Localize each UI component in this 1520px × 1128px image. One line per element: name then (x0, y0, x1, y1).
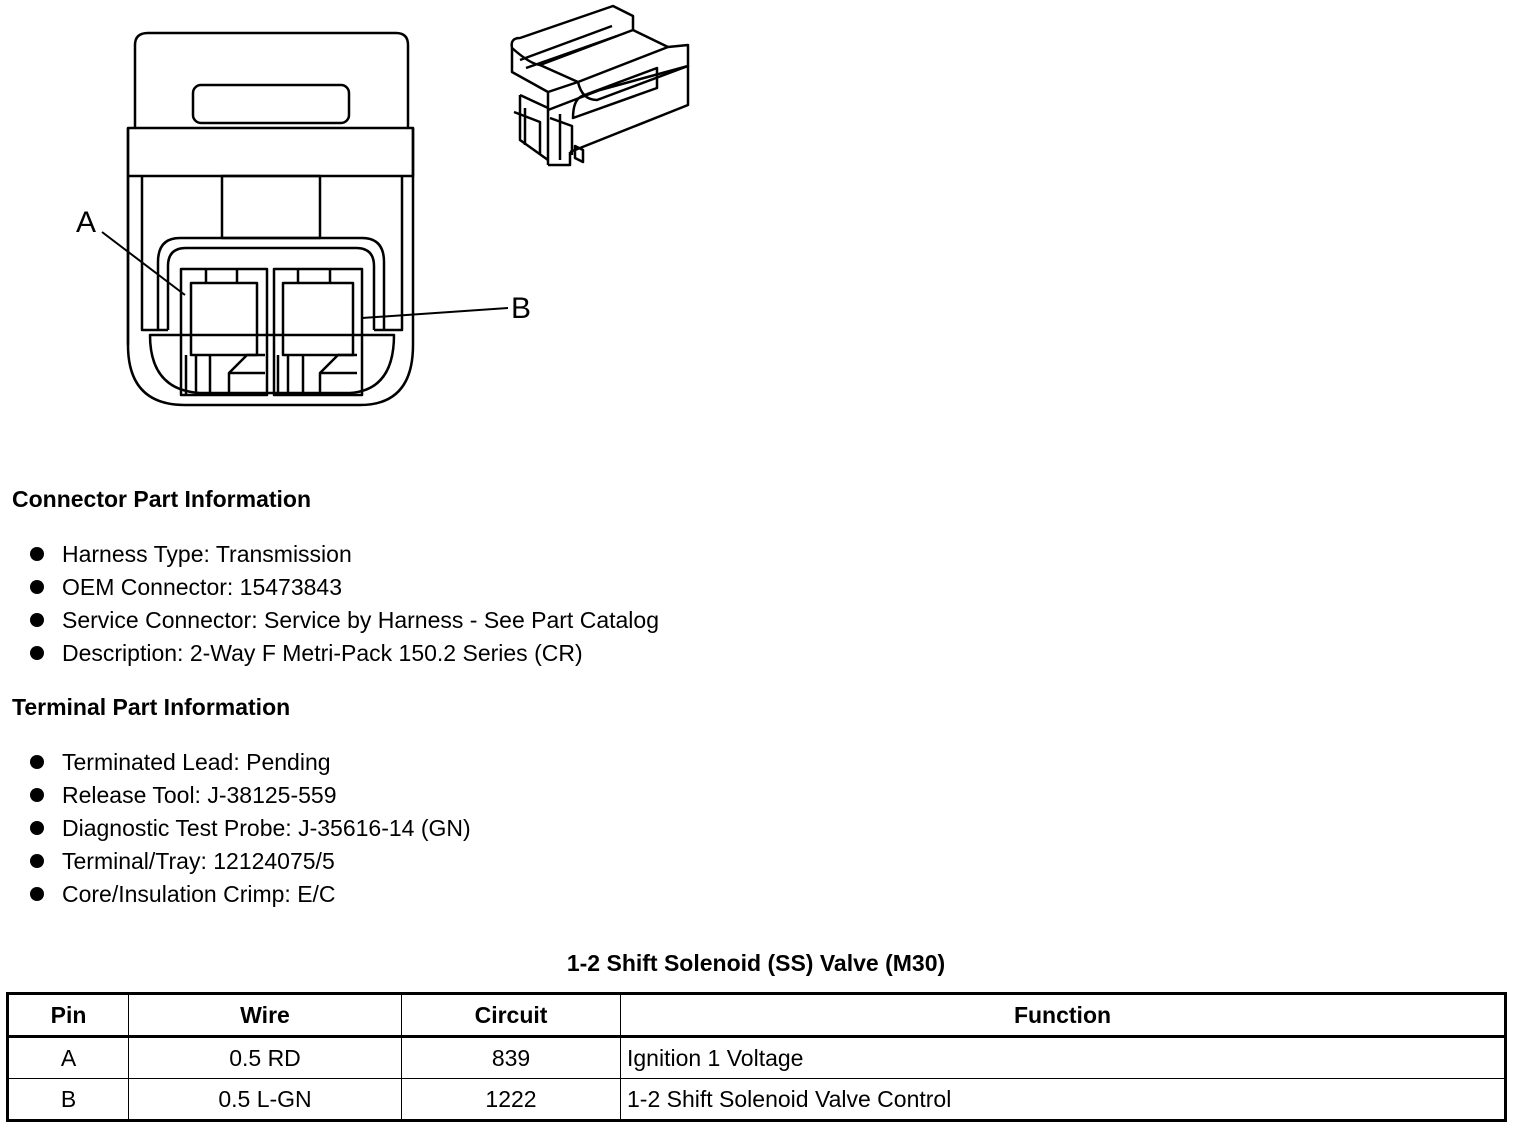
header-circuit: Circuit (401, 993, 621, 1038)
header-pin: Pin (7, 993, 129, 1038)
cell-circuit: 839 (401, 1036, 621, 1079)
list-item-text: Diagnostic Test Probe: J-35616-14 (GN) (62, 815, 471, 841)
list-item-text: Release Tool: J-38125-559 (62, 782, 337, 808)
connector-isometric-drawing (510, 4, 690, 167)
list-item: Harness Type: Transmission (28, 538, 659, 571)
pinout-table: Pin Wire Circuit Function A 0.5 RD 839 I… (6, 992, 1507, 1122)
list-item: Core/Insulation Crimp: E/C (28, 878, 471, 911)
list-item-text: Terminated Lead: Pending (62, 749, 331, 775)
pinout-table-caption: 1-2 Shift Solenoid (SS) Valve (M30) (566, 950, 946, 976)
connector-part-info-heading: Connector Part Information (12, 486, 312, 512)
header-function: Function (620, 993, 1506, 1038)
list-item-text: Description: 2-Way F Metri-Pack 150.2 Se… (62, 640, 583, 666)
cell-pin: B (7, 1078, 129, 1121)
list-item-text: Core/Insulation Crimp: E/C (62, 881, 336, 907)
table-header-row: Pin Wire Circuit Function (7, 993, 1506, 1038)
bullet-icon (30, 821, 44, 835)
pin-label-b: B (511, 292, 531, 325)
connector-face-drawing (101, 31, 509, 407)
bullet-icon (30, 755, 44, 769)
pin-label-a: A (76, 206, 96, 239)
cell-function: 1-2 Shift Solenoid Valve Control (620, 1078, 1506, 1121)
table-row: B 0.5 L-GN 1222 1-2 Shift Solenoid Valve… (7, 1078, 1506, 1121)
list-item-text: Service Connector: Service by Harness - … (62, 607, 659, 633)
bullet-icon (30, 580, 44, 594)
cell-function: Ignition 1 Voltage (620, 1036, 1506, 1079)
connector-diagram: A B (0, 0, 720, 440)
list-item: Description: 2-Way F Metri-Pack 150.2 Se… (28, 637, 659, 670)
list-item: Terminated Lead: Pending (28, 746, 471, 779)
header-wire: Wire (128, 993, 402, 1038)
list-item-text: Terminal/Tray: 12124075/5 (62, 848, 335, 874)
bullet-icon (30, 887, 44, 901)
bullet-icon (30, 788, 44, 802)
cell-wire: 0.5 L-GN (128, 1078, 402, 1121)
list-item-text: Harness Type: Transmission (62, 541, 352, 567)
list-item: Service Connector: Service by Harness - … (28, 604, 659, 637)
list-item: Diagnostic Test Probe: J-35616-14 (GN) (28, 812, 471, 845)
connector-part-info-list: Harness Type: Transmission OEM Connector… (28, 538, 659, 670)
list-item: OEM Connector: 15473843 (28, 571, 659, 604)
terminal-part-info-heading: Terminal Part Information (12, 694, 291, 720)
bullet-icon (30, 613, 44, 627)
table-row: A 0.5 RD 839 Ignition 1 Voltage (7, 1036, 1506, 1079)
bullet-icon (30, 646, 44, 660)
bullet-icon (30, 854, 44, 868)
cell-circuit: 1222 (401, 1078, 621, 1121)
terminal-part-info-list: Terminated Lead: Pending Release Tool: J… (28, 746, 471, 911)
list-item: Terminal/Tray: 12124075/5 (28, 845, 471, 878)
list-item-text: OEM Connector: 15473843 (62, 574, 343, 600)
bullet-icon (30, 547, 44, 561)
cell-pin: A (7, 1036, 129, 1079)
list-item: Release Tool: J-38125-559 (28, 779, 471, 812)
cell-wire: 0.5 RD (128, 1036, 402, 1079)
